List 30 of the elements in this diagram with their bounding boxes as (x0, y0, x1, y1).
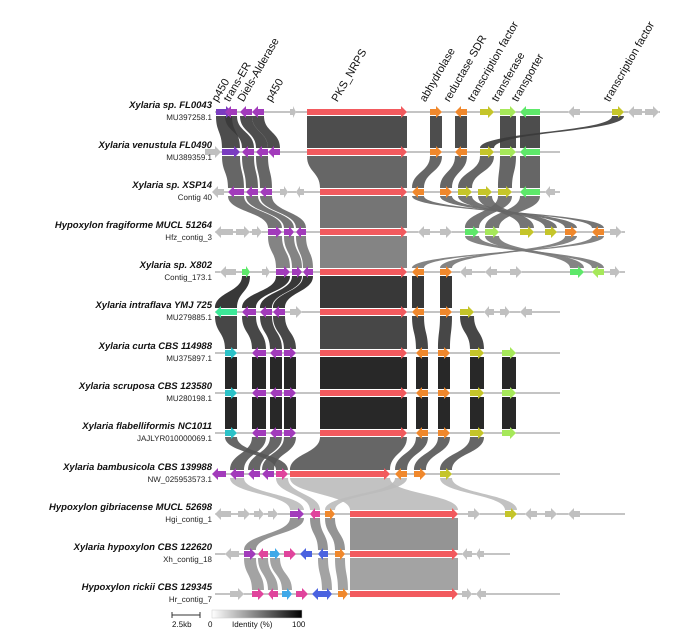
species-name: Xylaria sp. FL0043 (128, 100, 212, 111)
contig-id: MU280198.1 (165, 394, 212, 403)
species-name: Hypoxylon gibriacense MUCL 52698 (48, 502, 212, 513)
color-bar-title: Identity (%) (232, 620, 272, 629)
contig-id: MU397258.1 (165, 113, 212, 122)
species-name: Xylaria bambusicola CBS 139988 (62, 462, 212, 473)
contig-id: MU279885.1 (165, 313, 212, 322)
species-name: Xylaria venustula FL0490 (97, 140, 212, 151)
species-name: Xylaria sp. X802 (138, 260, 212, 271)
contig-id: JAJLYR010000069.1 (136, 434, 212, 443)
contig-id: Xh_contig_18 (162, 555, 212, 564)
species-name: Xylaria curta CBS 114988 (97, 341, 212, 352)
species-name: Xylaria sp. XSP14 (131, 180, 212, 191)
contig-id: Contig_173.1 (163, 273, 212, 282)
contig-id: Hr_contig_7 (168, 595, 212, 604)
scale-label: 2.5kb (172, 620, 192, 629)
species-name: Xylaria scruposa CBS 123580 (78, 381, 212, 392)
species-name: Xylaria hypoxylon CBS 122620 (72, 542, 212, 553)
species-name: Hypoxylon fragiforme MUCL 51264 (54, 220, 212, 231)
species-name: Xylaria flabelliformis NC1011 (81, 421, 212, 432)
species-name: Xylaria intraflava YMJ 725 (94, 300, 212, 311)
contig-id: Contig 40 (176, 193, 212, 202)
axis-tick-label: 0 (208, 620, 212, 629)
contig-id: MU375897.1 (165, 354, 212, 363)
contig-id: NW_025953573.1 (146, 475, 212, 484)
axis-tick-label: 100 (292, 620, 306, 629)
contig-id: Hfz_contig_3 (164, 233, 212, 242)
contig-id: MU389359.1 (165, 153, 212, 162)
species-name: Hypoxylon rickii CBS 129345 (80, 582, 212, 593)
contig-id: Hgi_contig_1 (164, 515, 212, 524)
